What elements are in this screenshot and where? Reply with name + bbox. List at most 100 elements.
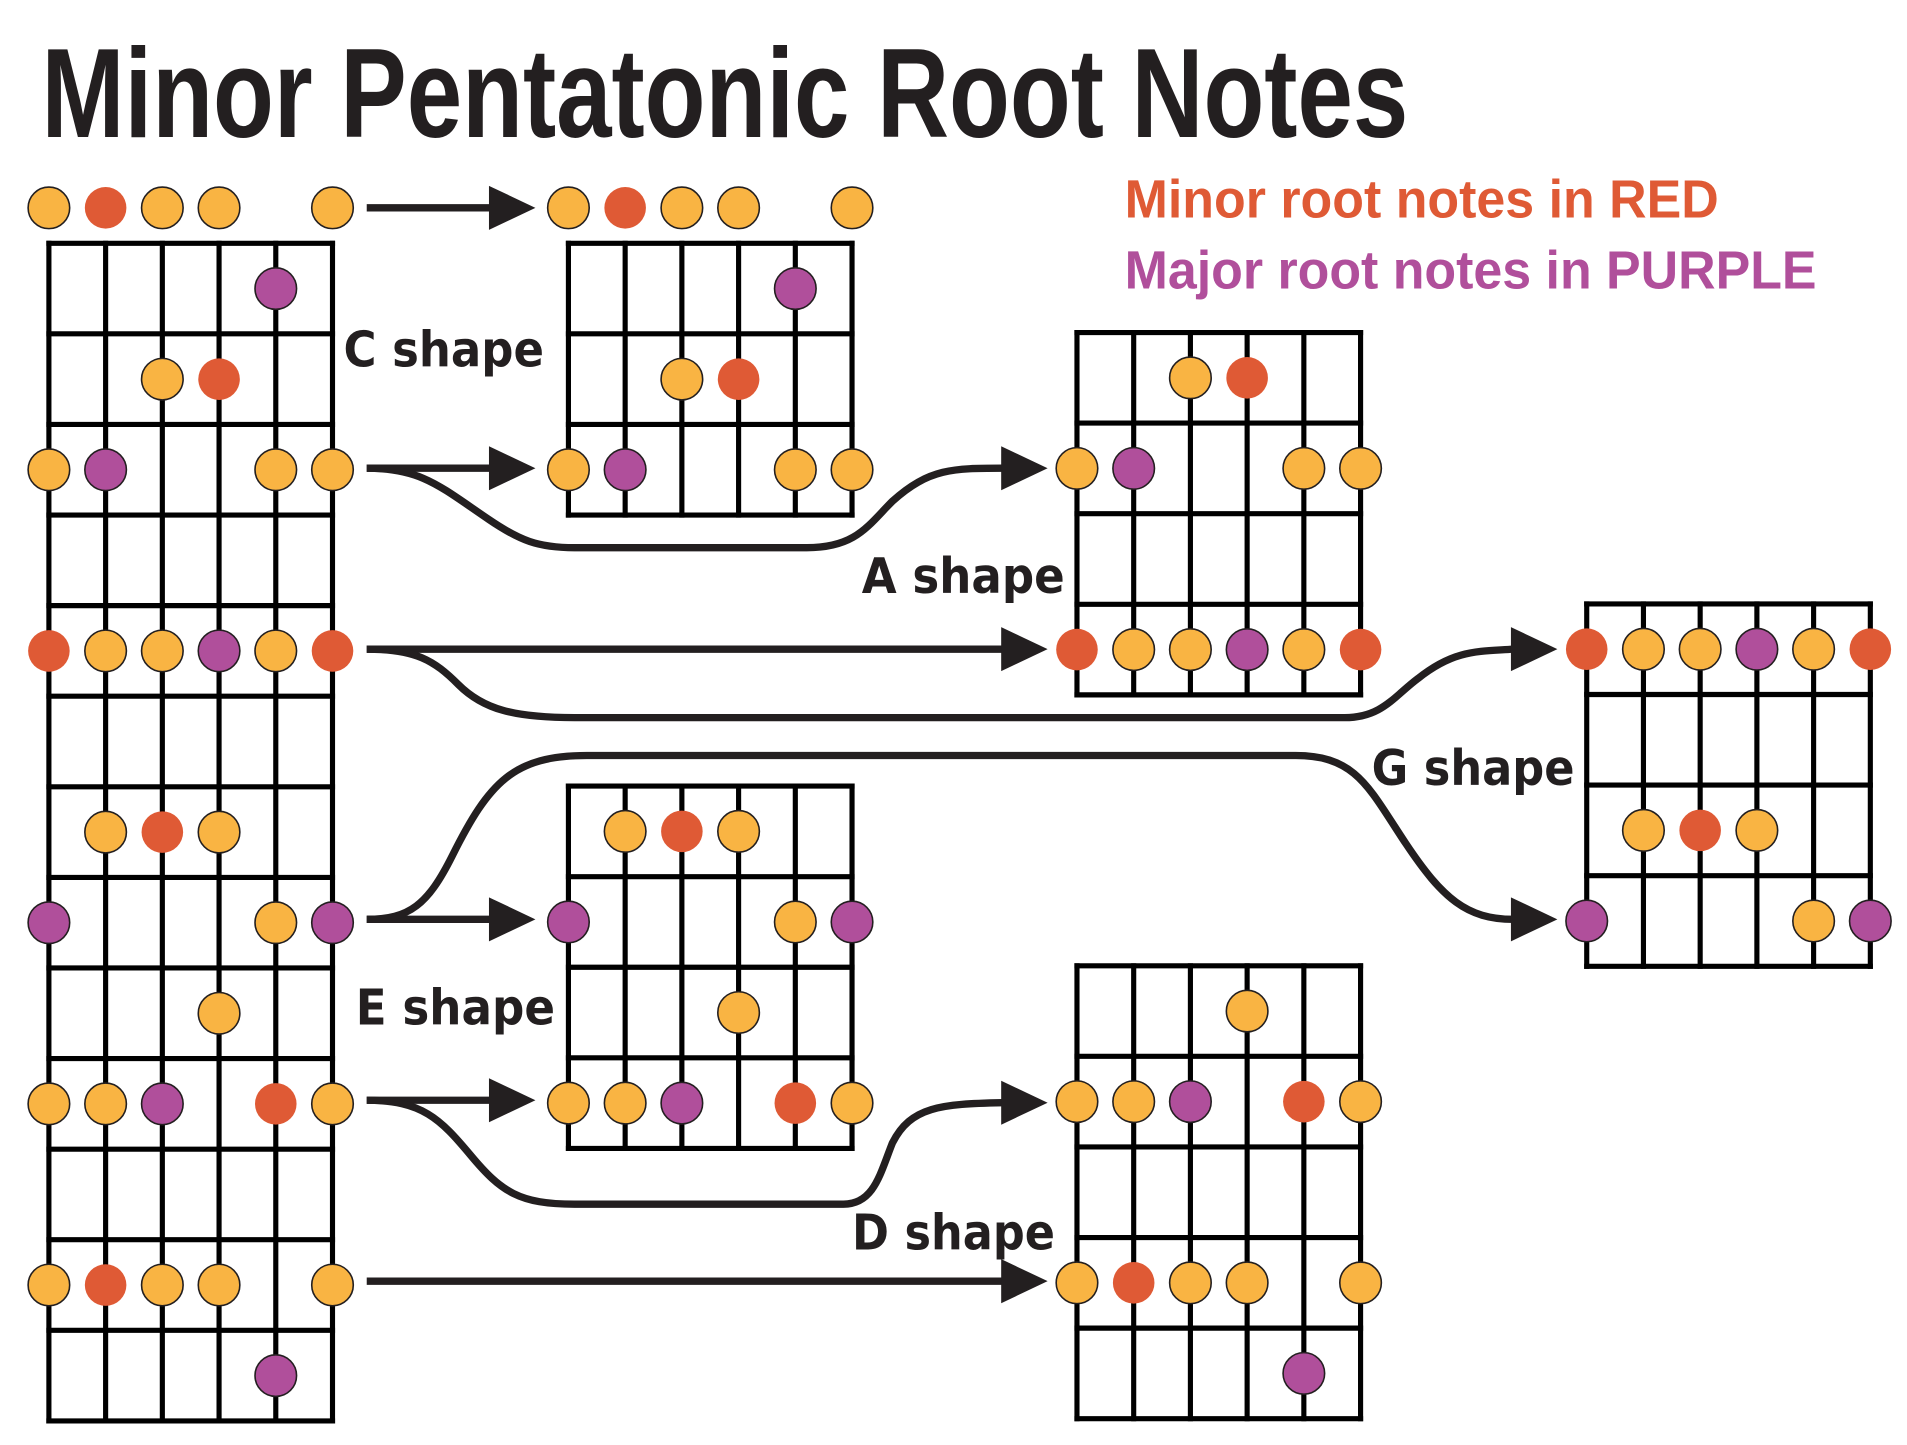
connector-curve — [366, 1096, 1003, 1208]
scale-note-dot — [27, 1082, 71, 1126]
scale-note-dot — [310, 448, 355, 492]
scale-note-dot — [1168, 628, 1212, 672]
scale-note-dot — [773, 900, 817, 944]
scale-note-dot — [84, 810, 128, 854]
arrowhead-icon — [1510, 627, 1558, 672]
minor-root-dot — [1283, 1080, 1325, 1123]
scale-note-dot — [197, 991, 241, 1035]
scale-note-dot — [1112, 1080, 1156, 1124]
scale-note-dot — [1282, 446, 1326, 490]
scale-note-dot — [1338, 1261, 1383, 1305]
label-c-shape: C shape — [344, 322, 544, 379]
scale-note-dot — [717, 809, 761, 853]
scale-note-dot — [27, 1263, 71, 1307]
scale-note-dot — [660, 186, 704, 230]
scale-note-dot — [310, 186, 355, 230]
scale-note-dot — [27, 448, 71, 492]
scale-note-dot — [830, 448, 874, 492]
connector-arrows — [366, 185, 1558, 1304]
fretboard-a-shape — [1055, 329, 1383, 698]
scale-note-dot — [1792, 899, 1836, 943]
major-root-dot — [660, 1081, 704, 1125]
major-root-dot — [1225, 628, 1269, 672]
legend-major-root: Major root notes in PURPLE — [1125, 241, 1817, 301]
fretboards — [27, 186, 1892, 1424]
scale-note-dot — [310, 1263, 355, 1307]
arrowhead-icon — [488, 446, 536, 491]
major-root-dot — [197, 629, 241, 673]
scale-note-dot — [717, 990, 761, 1035]
major-root-dot — [310, 901, 355, 945]
minor-root-dot — [84, 187, 127, 229]
scale-note-dot — [254, 901, 298, 945]
arrowhead-icon — [488, 185, 536, 230]
fretboard-g-shape — [1565, 601, 1892, 969]
label-e-shape: E shape — [356, 979, 555, 1036]
major-root-dot — [1565, 899, 1609, 943]
scale-note-dot — [1735, 808, 1779, 852]
minor-root-dot — [1849, 628, 1892, 670]
scale-note-dot — [1225, 1261, 1269, 1305]
fretboard-c-shape — [546, 186, 874, 518]
minor-root-dot — [141, 811, 184, 853]
scale-note-dot — [254, 448, 298, 492]
minor-root-dot — [198, 358, 240, 400]
minor-root-dot — [1112, 1262, 1155, 1304]
legend-minor-root: Minor root notes in RED — [1125, 170, 1719, 230]
scale-note-dot — [603, 1081, 647, 1125]
scale-note-dot — [1621, 627, 1666, 671]
page-title: Minor Pentatonic Root Notes — [42, 22, 1409, 164]
major-root-dot — [1112, 446, 1156, 490]
major-root-dot — [254, 266, 298, 311]
minor-root-dot — [1056, 628, 1098, 671]
label-g-shape: G shape — [1372, 740, 1575, 797]
arrowhead-icon — [1001, 1259, 1048, 1304]
scale-note-dot — [1225, 989, 1269, 1033]
scale-note-dot — [84, 1082, 128, 1126]
fretboard-full-neck — [27, 186, 355, 1424]
major-root-dot — [830, 900, 874, 944]
scale-note-dot — [1112, 628, 1156, 672]
connector-curve — [366, 464, 1003, 552]
minor-root-dot — [84, 1264, 127, 1306]
scale-note-dot — [140, 629, 184, 673]
arrowhead-icon — [1001, 446, 1048, 491]
scale-note-dot — [660, 357, 704, 401]
scale-note-dot — [1338, 1080, 1383, 1124]
scale-note-dot — [1168, 356, 1212, 400]
scale-note-dot — [1338, 446, 1383, 490]
major-root-dot — [603, 448, 647, 492]
scale-note-dot — [773, 448, 817, 492]
scale-note-dot — [197, 186, 241, 230]
scale-note-dot — [1055, 1261, 1099, 1305]
minor-root-dot — [1226, 357, 1268, 399]
minor-root-dot — [28, 630, 70, 672]
minor-root-dot — [661, 810, 703, 853]
scale-note-dot — [140, 1263, 184, 1307]
scale-note-dot — [310, 1082, 355, 1126]
major-root-dot — [1848, 899, 1892, 943]
major-root-dot — [546, 900, 591, 944]
scale-note-dot — [197, 810, 241, 854]
arrowhead-icon — [488, 897, 536, 942]
scale-note-dot — [140, 186, 184, 230]
arrowhead-icon — [488, 1078, 536, 1123]
arrowhead-icon — [1510, 897, 1558, 942]
major-root-dot — [84, 448, 128, 492]
connector-curve — [366, 751, 1514, 923]
minor-root-dot — [1339, 628, 1382, 671]
fretboard-e-shape — [546, 783, 874, 1151]
major-root-dot — [140, 1082, 184, 1126]
minor-root-dot — [255, 1083, 297, 1125]
scale-note-dot — [1792, 627, 1836, 671]
major-root-dot — [1735, 627, 1779, 671]
scale-note-dot — [717, 186, 761, 230]
fretboard-d-shape — [1055, 963, 1383, 1422]
scale-note-dot — [546, 448, 591, 492]
scale-note-dot — [140, 357, 184, 401]
scale-note-dot — [1168, 1261, 1212, 1305]
scale-note-dot — [546, 1081, 591, 1125]
scale-note-dot — [1055, 1080, 1099, 1124]
scale-note-dot — [197, 1263, 241, 1307]
